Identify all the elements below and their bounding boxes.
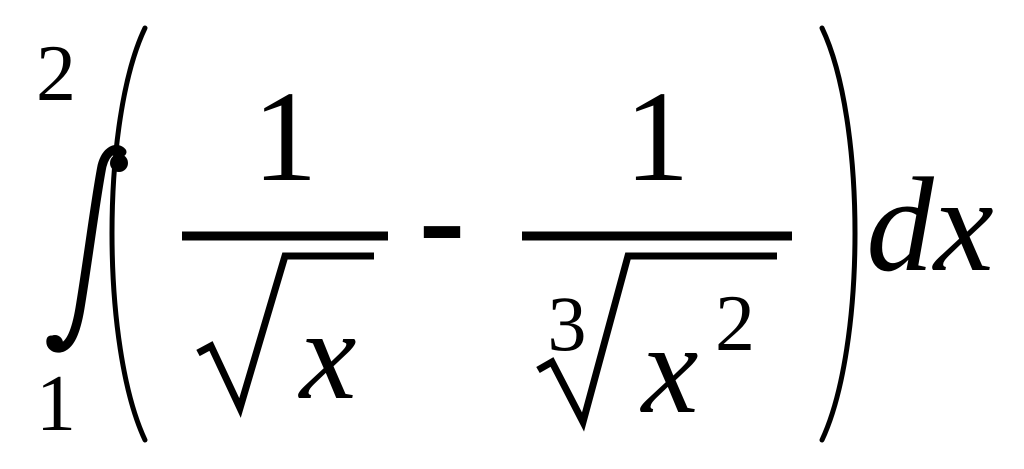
right-parenthesis — [819, 25, 858, 443]
differential: dx — [866, 151, 993, 300]
term1-denominator-variable: x — [298, 284, 357, 426]
term1-numerator: 1 — [253, 65, 318, 209]
term2-exponent: 2 — [715, 280, 755, 368]
integral-sign-bottom-terminal — [47, 335, 63, 351]
left-parenthesis — [109, 25, 148, 443]
term2-numerator: 1 — [625, 65, 690, 209]
upper-limit: 2 — [36, 30, 76, 118]
term2-denominator-variable: x — [640, 298, 699, 440]
lower-limit: 1 — [36, 360, 76, 448]
term1-sqrt-sign — [196, 252, 374, 418]
minus-operator: - — [419, 141, 466, 296]
term2-root-index: 3 — [548, 280, 587, 367]
term2-root-sign — [536, 252, 777, 432]
